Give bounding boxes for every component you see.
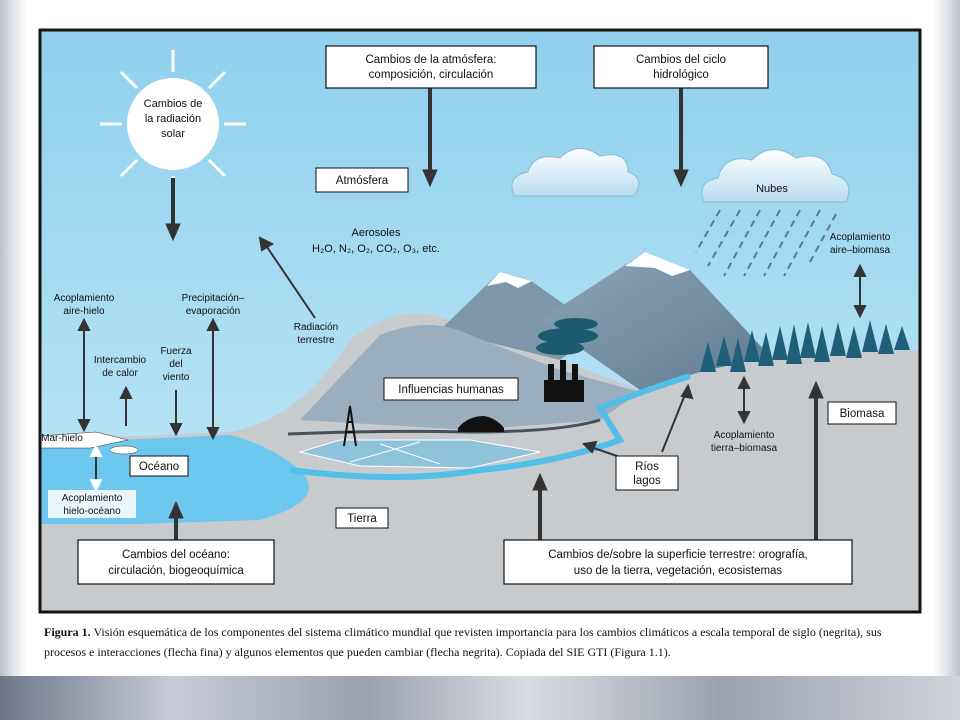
atmosphere-box: Atmósfera	[315, 167, 409, 193]
human-influences-box: Influencias humanas	[383, 377, 519, 401]
cloud-left-icon	[511, 148, 640, 197]
surface-changes-box: Cambios de/sobre la superficie terrestre…	[503, 539, 853, 585]
svg-text:Cambios de/sobre la superficie: Cambios de/sobre la superficie terrestre…	[548, 549, 808, 561]
atmosphere-changes-box: Cambios de la atmósfera: composición, ci…	[325, 45, 537, 89]
air-biomass-coupling-label: Acoplamiento	[830, 232, 891, 243]
svg-text:Cambios del océano:: Cambios del océano:	[122, 549, 230, 561]
fields	[298, 439, 541, 469]
clouds-label: Nubes	[756, 183, 788, 195]
svg-text:lagos: lagos	[633, 475, 661, 487]
air-biomass-coupling-label-2: aire–biomasa	[830, 245, 890, 256]
ocean-box: Océano	[129, 455, 189, 477]
solar-label-2: la radiación	[145, 113, 201, 125]
heat-exchange-label-2: de calor	[102, 368, 138, 379]
precipitation-label: Precipitación–	[182, 293, 245, 304]
solar-label-3: solar	[161, 128, 185, 140]
cloud-right-icon	[701, 149, 850, 203]
antenna-tower-icon	[343, 405, 357, 447]
svg-text:hidrológico: hidrológico	[653, 69, 709, 81]
land-biomass-coupling-label-2: tierra–biomasa	[711, 443, 778, 454]
wind-stress-label-2: del	[169, 359, 182, 370]
air-ice-coupling-label: Acoplamiento	[54, 293, 115, 304]
heat-exchange-label: Intercambio	[94, 355, 147, 366]
ocean-changes-box: Cambios del océano: circulación, biogeoq…	[77, 539, 275, 585]
hydrological-changes-box: Cambios del ciclo hidrológico	[593, 45, 769, 89]
terrestrial-radiation-label-2: terrestre	[297, 335, 335, 346]
snow-cap-left	[487, 272, 532, 288]
ice-floe	[109, 445, 139, 455]
diagram-border	[38, 28, 922, 614]
svg-text:Océano: Océano	[139, 461, 179, 473]
svg-text:Biomasa: Biomasa	[840, 408, 885, 420]
land-biomass-coupling-label: Acoplamiento	[714, 430, 775, 441]
slide-bottom-band	[0, 676, 960, 720]
svg-text:Influencias humanas: Influencias humanas	[398, 384, 504, 396]
svg-text:uso de la tierra, vegetación,: uso de la tierra, vegetación, ecosistema…	[574, 565, 783, 577]
ice-ocean-coupling-label: Acoplamiento	[62, 493, 123, 504]
smoke-plume	[536, 318, 598, 355]
gases-label: H₂O, N₂, O₂, CO₂, O₃, etc.	[312, 243, 440, 255]
svg-text:composición, circulación: composición, circulación	[369, 69, 494, 81]
snow-cap-right	[625, 252, 690, 276]
biomass-box: Biomasa	[827, 401, 897, 425]
figure-label: Figura 1.	[44, 625, 91, 639]
aerosols-label: Aerosoles	[352, 227, 401, 239]
wind-stress-label: Fuerza	[160, 346, 192, 357]
rivers-lakes-box: Ríos lagos	[615, 455, 679, 491]
thick-arrows	[165, 88, 824, 540]
figure-caption: Figura 1. Visión esquemática de los comp…	[44, 622, 924, 662]
precipitation-label-2: evaporación	[186, 306, 240, 317]
car-icon	[458, 416, 504, 432]
svg-text:Tierra: Tierra	[347, 513, 377, 525]
mountain-right	[540, 252, 770, 390]
rain-icon	[695, 209, 837, 277]
wind-stress-label-3: viento	[163, 372, 190, 383]
svg-text:Ríos: Ríos	[635, 461, 659, 473]
ice-ocean-coupling-label-2: hielo-océano	[63, 506, 121, 517]
terrestrial-radiation-label: Radiación	[294, 322, 338, 333]
sea-ice-label: Mar-hielo	[41, 433, 83, 444]
land-box: Tierra	[335, 507, 389, 529]
svg-text:Cambios del ciclo: Cambios del ciclo	[636, 54, 726, 66]
svg-text:Cambios de la atmósfera:: Cambios de la atmósfera:	[365, 54, 496, 66]
forest-icon	[700, 320, 910, 372]
figure-caption-text: Visión esquemática de los componentes de…	[44, 625, 882, 659]
factory-icon	[544, 380, 584, 402]
svg-text:Atmósfera: Atmósfera	[336, 175, 389, 187]
solar-label: Cambios de	[144, 98, 203, 110]
thin-arrows	[77, 236, 867, 493]
svg-text:circulación, biogeoquímica: circulación, biogeoquímica	[108, 565, 244, 577]
sun-icon	[100, 50, 246, 198]
air-ice-coupling-label-2: aire-hielo	[63, 306, 105, 317]
